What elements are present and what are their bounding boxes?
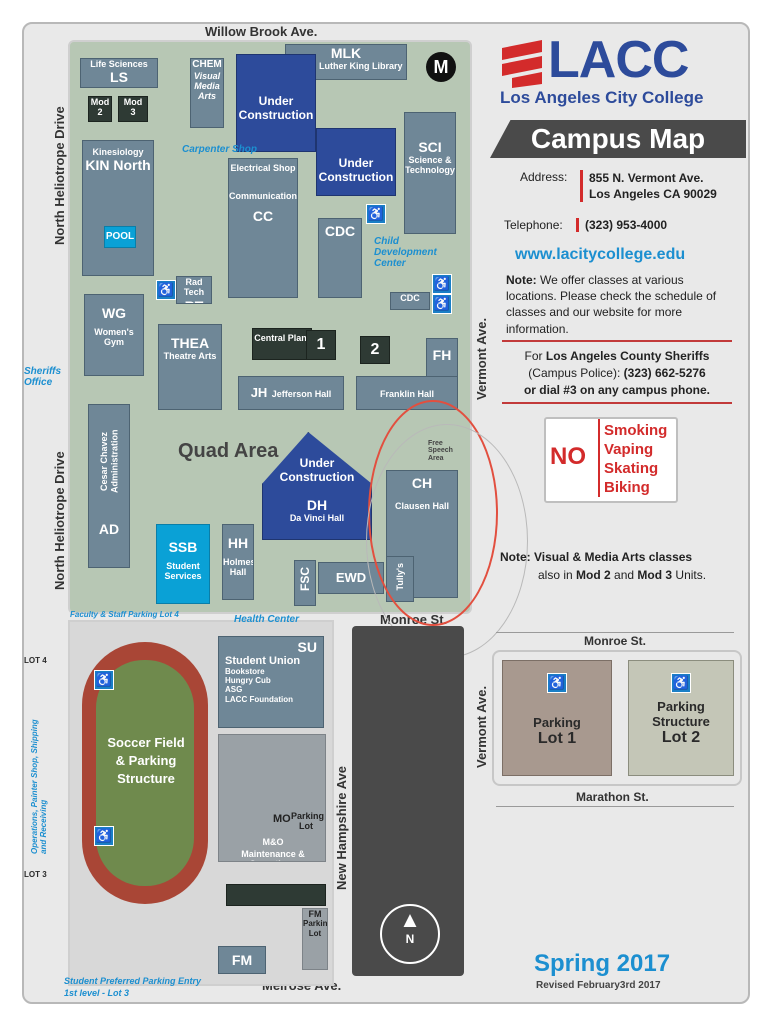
highlight-circle-gray — [366, 424, 528, 658]
compass-icon: ▲ N — [380, 904, 440, 964]
label-soccer: Soccer Field & Parking Structure — [107, 735, 185, 787]
sheriff-info: For Los Angeles County Sheriffs (Campus … — [523, 349, 711, 397]
monroe-line — [496, 632, 734, 633]
street-vermont: Vermont Ave. — [474, 317, 489, 400]
label-lot3: LOT 3 — [24, 870, 47, 879]
lacc-logo-icon — [502, 40, 542, 88]
no-sign-divider — [598, 419, 600, 497]
accessible-icon: ♿ — [432, 294, 452, 314]
street-willow-brook: Willow Brook Ave. — [205, 24, 318, 39]
street-new-hampshire: New Hampshire Ave — [334, 765, 349, 890]
building-cc[interactable]: Electrical Shop Communications CC — [228, 158, 298, 298]
building-fm-bar — [226, 884, 326, 906]
note2-line1: Note: Visual & Media Arts classes — [500, 550, 693, 564]
building-central-plant[interactable]: Central Plant — [252, 328, 312, 360]
label-operations: Operations, Painter Shop, Shipping and R… — [30, 719, 48, 854]
marathon-line — [496, 806, 734, 807]
building-hh[interactable]: HH Holmes Hall — [222, 524, 254, 600]
label-lot4: LOT 4 — [24, 656, 47, 665]
parking-lot-1[interactable]: ♿ Parking Lot 1 — [502, 660, 612, 776]
building-jh[interactable]: JH Jefferson Hall — [238, 376, 344, 410]
accessible-icon: ♿ — [94, 670, 114, 690]
campus-map-banner: Campus Map — [490, 120, 746, 158]
label-carpenter-shop: Carpenter Shop — [182, 144, 258, 155]
street-heliotrope-lower: North Heliotrope Drive — [52, 451, 67, 590]
building-rt[interactable]: Rad TechRT — [176, 276, 212, 304]
building-cdc[interactable]: CDC — [318, 218, 362, 298]
no-label: NO — [550, 443, 586, 470]
label-student-parking-1: Student Preferred Parking Entry — [64, 976, 202, 986]
soccer-field[interactable] — [96, 660, 194, 886]
telephone-value: (323) 953-4000 — [576, 218, 667, 232]
revised-label: Revised February3rd 2017 — [536, 980, 661, 991]
parking-lots-area — [492, 650, 742, 786]
label-student-parking-2: 1st level - Lot 3 — [64, 988, 130, 998]
building-ssb[interactable]: SSB Student Services — [156, 524, 210, 604]
divider-top — [502, 340, 732, 342]
label-quad-area: Quad Area — [178, 440, 279, 462]
building-central-plant-2[interactable]: 2 — [360, 336, 390, 364]
accessible-icon: ♿ — [156, 280, 176, 300]
accessible-icon: ♿ — [366, 204, 386, 224]
building-cdc-small[interactable]: CDC — [390, 292, 430, 310]
accessible-icon: ♿ — [547, 673, 567, 693]
building-ad[interactable]: Cesar Chavez Administration AD — [88, 404, 130, 568]
street-vermont-lower: Vermont Ave. — [474, 685, 489, 768]
building-under-construction-1[interactable]: Under Construction — [236, 54, 316, 152]
building-central-plant-1[interactable]: 1 — [306, 330, 336, 360]
website-link[interactable]: www.lacitycollege.edu — [515, 246, 686, 263]
street-marathon: Marathon St. — [576, 790, 649, 804]
college-name: Los Angeles City College — [500, 88, 704, 107]
label-child-development-center: Child Development Center — [374, 236, 437, 269]
building-fm-lot[interactable]: FM Parking Lot — [302, 908, 328, 970]
accessible-icon: ♿ — [94, 826, 114, 846]
building-fsc[interactable]: FSC — [294, 560, 316, 606]
building-pool[interactable]: POOL — [104, 226, 136, 248]
label-faculty-parking: Faculty & Staff Parking Lot 4 — [70, 610, 179, 619]
label-sheriffs-office: Sheriffs Office — [24, 366, 62, 388]
accessible-icon: ♿ — [671, 673, 691, 693]
accessible-icon: ♿ — [432, 274, 452, 294]
street-heliotrope-upper: North Heliotrope Drive — [52, 106, 67, 245]
building-su[interactable]: SU Student Union Bookstore Hungry Cub AS… — [218, 636, 324, 728]
building-fm[interactable]: FM — [218, 946, 266, 974]
parking-structure-lot-2[interactable]: ♿ Parking Structure Lot 2 — [628, 660, 734, 776]
address-label: Address: — [520, 170, 568, 184]
address-value: 855 N. Vermont Ave.Los Angeles CA 90029 — [580, 170, 717, 203]
building-mo[interactable]: MO Parking Lot M&O Maintenance & Operati… — [218, 734, 326, 862]
divider-bottom — [502, 402, 732, 404]
label-health-center: Health Center — [234, 614, 300, 625]
note-text: Note: We offer classes at various locati… — [506, 273, 717, 336]
street-monroe-right: Monroe St. — [584, 634, 646, 648]
season-label: Spring 2017 — [534, 950, 671, 977]
telephone-label: Telephone: — [504, 218, 563, 232]
note2-line2: also in Mod 2 and Mod 3 Units. — [538, 568, 707, 582]
logo-text: LACC — [548, 31, 689, 89]
building-under-construction-2[interactable]: Under Construction — [316, 128, 396, 196]
metro-icon: M — [426, 52, 456, 82]
